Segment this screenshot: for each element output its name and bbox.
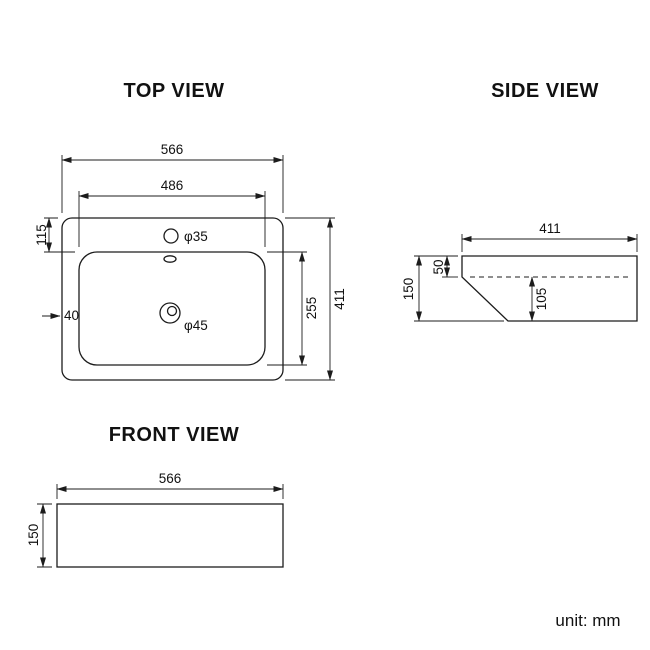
drain-hole-inner — [166, 305, 178, 317]
dim-label-40: 40 — [64, 308, 79, 323]
front-view-title: FRONT VIEW — [109, 424, 240, 446]
dim-label-411-side: 411 — [539, 221, 561, 236]
dim-label-411-top: 411 — [332, 288, 347, 310]
top-view-dim-inner-height: 255 — [267, 251, 319, 366]
faucet-hole-label: φ35 — [184, 229, 208, 244]
top-view-drawing: φ35 φ45 — [61, 217, 284, 381]
faucet-hole — [163, 228, 179, 244]
front-view-drawing — [56, 503, 284, 568]
basin-bowl-outline — [78, 251, 266, 366]
dim-label-150-side: 150 — [401, 278, 416, 301]
side-view-drawing — [461, 255, 638, 322]
dim-label-105: 105 — [534, 288, 549, 311]
dim-label-566-top: 566 — [161, 142, 184, 157]
side-view-dim-depth: 411 — [461, 221, 638, 252]
side-view-dim-total-height: 150 — [401, 255, 504, 322]
overflow-hole — [163, 255, 177, 263]
unit-note: unit: mm — [555, 611, 620, 630]
basin-outer-outline — [61, 217, 284, 381]
top-view-dim-rim-left: 40 — [42, 308, 79, 323]
drain-hole-label: φ45 — [184, 318, 208, 333]
side-view-title: SIDE VIEW — [491, 80, 599, 102]
side-view-dim-bowl-depth: 105 — [529, 276, 549, 322]
side-view-dim-rim-thickness: 50 — [431, 255, 458, 278]
dim-label-115: 115 — [34, 224, 49, 246]
dim-label-255: 255 — [304, 297, 319, 320]
top-view-dim-rim-top: 115 — [34, 217, 75, 253]
dim-label-150-front: 150 — [26, 524, 41, 547]
drain-hole-outer — [159, 302, 181, 324]
top-view-title: TOP VIEW — [123, 80, 224, 102]
front-view-dim-width: 566 — [56, 471, 284, 499]
dim-label-50: 50 — [431, 259, 446, 274]
top-view-dim-outer-height: 411 — [285, 217, 347, 381]
front-outline — [56, 503, 284, 568]
dim-label-566-front: 566 — [159, 471, 182, 486]
side-profile-outline — [461, 255, 638, 322]
top-view-dim-outer-width: 566 — [61, 142, 284, 213]
front-view-dim-height: 150 — [26, 503, 52, 568]
dim-label-486: 486 — [161, 178, 184, 193]
top-view-dim-inner-width: 486 — [78, 178, 266, 247]
